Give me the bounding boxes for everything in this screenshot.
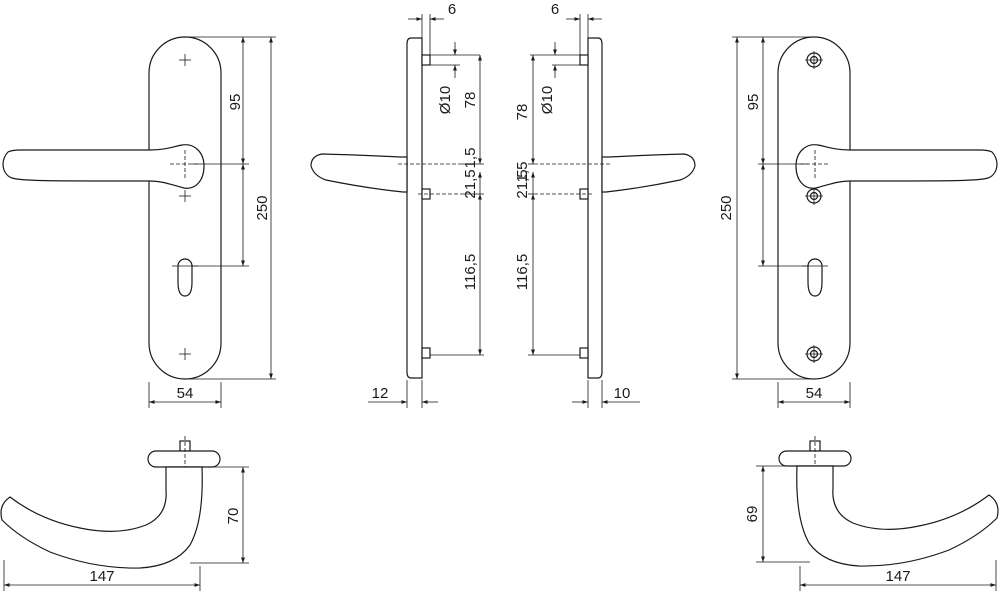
dim-147-left: 147 — [89, 568, 114, 585]
lever-top-right — [796, 465, 999, 567]
dim-69: 69 — [744, 506, 761, 523]
backplate-side-right — [587, 37, 603, 379]
rose-left — [147, 450, 221, 468]
dim-116-5-left: 116,5 — [462, 254, 479, 290]
dim-70: 70 — [225, 508, 242, 525]
dim-d10-left: Ø10 — [437, 86, 454, 114]
dim-6-right: 6 — [551, 1, 559, 18]
top-view-right: 69 147 — [744, 436, 999, 591]
dim-78-right: 78 — [514, 104, 531, 121]
side-view-right: 6 Ø10 78 1,5 21,5 116,5 10 — [514, 1, 696, 408]
dim-21-5-left: 21,5 — [462, 169, 479, 198]
pin-bottom-left — [421, 347, 431, 359]
lever-top-left — [0, 466, 203, 569]
dim-d10-right: Ø10 — [539, 86, 556, 114]
backplate-left — [148, 36, 222, 380]
pin-bottom-right — [579, 347, 589, 359]
screw-mark-bottom-left — [179, 348, 191, 360]
keyhole-left — [177, 258, 193, 297]
screw-top-right — [805, 51, 823, 69]
dim-1-5-right: 1,5 — [514, 162, 531, 183]
screw-mark-mid-left — [179, 190, 191, 202]
dim-95-right: 95 — [745, 94, 762, 111]
lever-handle-left — [2, 144, 205, 189]
lever-side-left — [310, 153, 408, 193]
dim-21-5-right: 21,5 — [514, 169, 531, 198]
dim-116-5-right: 116,5 — [514, 254, 531, 290]
pin-top-left — [421, 54, 431, 66]
dim-95-left: 95 — [227, 94, 244, 111]
top-view-left: 70 147 — [0, 436, 249, 591]
screw-bottom-right — [805, 345, 823, 363]
backplate-side-left — [406, 37, 423, 379]
side-view-left: 6 Ø10 78 1,5 21,5 116,5 12 — [310, 1, 484, 408]
dim-78-left: 78 — [462, 92, 479, 109]
screw-mid-right — [805, 187, 823, 205]
dim-10: 10 — [614, 385, 631, 402]
lever-side-right — [601, 153, 696, 193]
front-view-left: 95 250 54 — [2, 36, 276, 408]
dim-12: 12 — [372, 385, 389, 402]
dim-54-left: 54 — [177, 385, 194, 402]
dim-54-right: 54 — [806, 385, 823, 402]
keyhole-right — [807, 258, 823, 297]
pin-top-right — [579, 54, 589, 66]
front-view-right: 95 250 54 — [718, 36, 998, 408]
dim-250-left: 250 — [254, 195, 271, 220]
dim-1-5-left: 1,5 — [462, 148, 479, 169]
dim-147-right: 147 — [885, 568, 910, 585]
dim-6-left: 6 — [448, 1, 456, 18]
dim-250-right: 250 — [718, 195, 735, 220]
backplate-right — [777, 36, 851, 380]
screw-mark-top-left — [179, 54, 191, 66]
lever-handle-right — [795, 144, 998, 189]
